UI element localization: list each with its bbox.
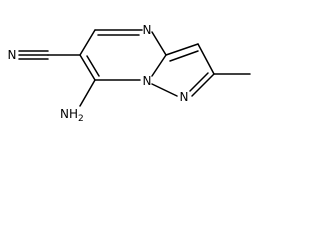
atom-label-n7a: N	[143, 74, 152, 88]
bond-c7-amino	[79, 79, 96, 107]
bond-c3a-n7a	[151, 54, 167, 77]
atom-label-n1: N	[180, 90, 189, 104]
amino-subscript: 2	[78, 114, 84, 124]
bond-c6-c7-double	[86, 55, 100, 77]
atom-label-amino: NH2	[60, 107, 84, 124]
bond-c6-c7	[79, 54, 96, 81]
bond-c3a-c3-double	[169, 50, 199, 62]
bonds	[18, 29, 251, 107]
atom-label-cyano-n: N	[8, 48, 17, 62]
bond-c3a-c3	[165, 43, 199, 56]
atom-label-n4: N	[143, 23, 152, 37]
bond-n4-c3a	[151, 31, 167, 56]
bond-c5-c6	[79, 29, 96, 56]
bond-c2-n1	[191, 73, 215, 97]
amino-symbol: NH	[60, 107, 78, 121]
bond-c2-n1-double	[189, 72, 209, 92]
chemical-structure: N N N N NH2	[8, 23, 251, 124]
bond-n1-n7a	[151, 83, 178, 97]
bond-c3-c2	[197, 43, 215, 75]
